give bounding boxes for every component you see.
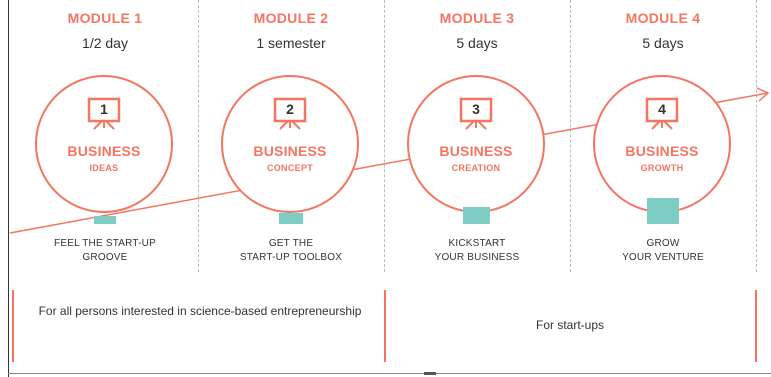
audience-separator xyxy=(755,290,757,362)
business-label: BUSINESS xyxy=(625,143,699,159)
business-label: BUSINESS xyxy=(439,143,513,159)
frame-bottom-border xyxy=(8,373,771,374)
frame-left-border xyxy=(8,0,9,377)
level-bar xyxy=(463,207,490,224)
module-duration: 5 days xyxy=(642,35,684,51)
level-bar xyxy=(647,198,679,224)
module-number: 3 xyxy=(472,101,480,117)
presentation-board-icon: 1 xyxy=(86,97,122,131)
module-duration: 1/2 day xyxy=(82,35,128,51)
module-column: MODULE 1 1/2 day 1 BUSINESS IDEAS FEEL T… xyxy=(12,0,198,275)
module-tagline: GET THE START-UP TOOLBOX xyxy=(239,238,343,263)
audience-separator xyxy=(384,290,386,362)
module-number: 1 xyxy=(100,101,108,117)
module-column: MODULE 3 5 days 3 BUSINESS CREATION KICK… xyxy=(384,0,570,275)
audience-label: For all persons interested in science-ba… xyxy=(38,304,362,318)
module-subtitle: GROWTH xyxy=(640,163,684,173)
business-label: BUSINESS xyxy=(253,143,327,159)
module-circle: 4 BUSINESS GROWTH xyxy=(593,75,731,213)
presentation-board-icon: 3 xyxy=(458,97,494,131)
module-number: 2 xyxy=(286,101,294,117)
business-label: BUSINESS xyxy=(67,143,141,159)
audience-separator xyxy=(12,290,14,362)
module-tagline: KICKSTART YOUR BUSINESS xyxy=(434,238,520,263)
level-bar xyxy=(279,213,303,224)
module-subtitle: CREATION xyxy=(451,163,501,173)
presentation-board-icon: 2 xyxy=(272,97,308,131)
footer-mark xyxy=(424,372,436,375)
module-duration: 5 days xyxy=(456,35,498,51)
module-tagline: FEEL THE START-UP GROOVE xyxy=(54,238,156,263)
column-divider xyxy=(756,0,757,272)
module-number: 4 xyxy=(658,101,666,117)
module-duration: 1 semester xyxy=(256,35,326,51)
module-column: MODULE 2 1 semester 2 BUSINESS CONCEPT G… xyxy=(198,0,384,275)
module-circle: 2 BUSINESS CONCEPT xyxy=(221,75,359,213)
module-tagline: GROW YOUR VENTURE xyxy=(622,238,704,263)
module-title: MODULE 4 xyxy=(625,10,701,26)
module-circle: 3 BUSINESS CREATION xyxy=(407,75,545,213)
module-title: MODULE 2 xyxy=(253,10,329,26)
level-bar xyxy=(94,216,116,224)
audience-label: For start-ups xyxy=(535,318,604,332)
module-title: MODULE 1 xyxy=(67,10,143,26)
presentation-board-icon: 4 xyxy=(644,97,680,131)
module-subtitle: IDEAS xyxy=(89,163,119,173)
module-subtitle: CONCEPT xyxy=(266,163,314,173)
module-column: MODULE 4 5 days 4 BUSINESS GROWTH GROW Y… xyxy=(570,0,756,275)
module-title: MODULE 3 xyxy=(439,10,515,26)
module-circle: 1 BUSINESS IDEAS xyxy=(35,75,173,213)
